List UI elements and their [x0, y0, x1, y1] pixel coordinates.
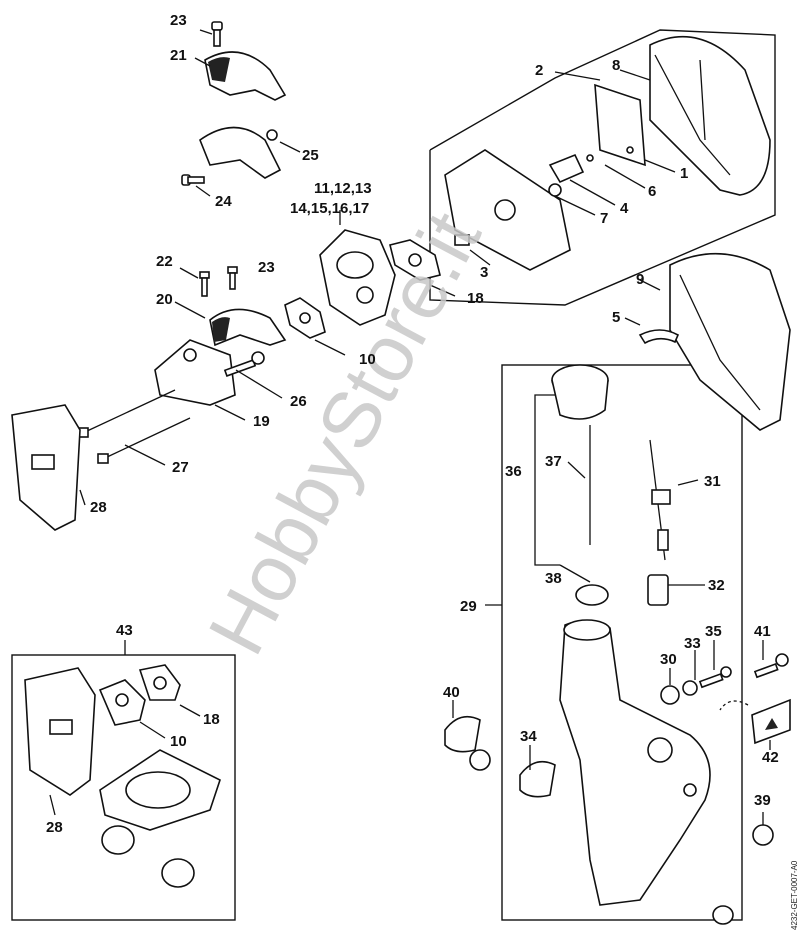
- leader-lines: [49, 29, 771, 825]
- part-heat-shield-28: [11, 404, 81, 531]
- part-carb-box-3: [444, 149, 571, 271]
- drawing-code: 4232-GET-0007-A0: [790, 860, 799, 930]
- label-4: 4: [620, 200, 629, 217]
- label-30: 30: [660, 651, 677, 668]
- label-22: 22: [156, 253, 173, 270]
- label-31: 31: [704, 473, 721, 490]
- label-18b: 18: [203, 711, 220, 728]
- label-35: 35: [705, 623, 722, 640]
- label-42: 42: [762, 749, 779, 766]
- kit-43-contents: [24, 664, 221, 888]
- part-warning-label-42: [719, 698, 791, 745]
- label-18: 18: [467, 290, 484, 307]
- part-bolts-27: [77, 389, 191, 464]
- label-10b: 10: [170, 733, 187, 750]
- label-8: 8: [612, 57, 620, 74]
- label-37: 37: [545, 453, 562, 470]
- part-grommet-39: [712, 824, 774, 925]
- label-38: 38: [545, 570, 562, 587]
- part-housing-21: [204, 51, 287, 101]
- part-screws-22-23: [199, 266, 238, 297]
- part-clamp-40: [444, 715, 491, 771]
- label-27: 27: [172, 459, 189, 476]
- part-housing-25: [199, 126, 282, 179]
- label-19: 19: [253, 413, 270, 430]
- label-33: 33: [684, 635, 701, 652]
- label-39: 39: [754, 792, 771, 809]
- bracket-36: [534, 394, 560, 566]
- part-small-4-6-7: [548, 153, 594, 197]
- part-fuel-filter-32: [647, 574, 669, 606]
- part-filter-cover-8: [649, 35, 771, 196]
- label-9: 9: [636, 271, 644, 288]
- label-1: 1: [680, 165, 688, 182]
- part-screw-41: [753, 653, 789, 679]
- label-3: 3: [480, 264, 488, 281]
- part-manifold-19: [154, 339, 236, 406]
- label-29: 29: [460, 598, 477, 615]
- part-filter-1: [594, 83, 646, 167]
- label-6: 6: [648, 183, 656, 200]
- label-36: 36: [505, 463, 522, 480]
- part-screw-24: [181, 174, 205, 186]
- part-gasket-10: [284, 297, 326, 339]
- group-box-29: [501, 364, 743, 921]
- group-box-2: [429, 29, 776, 306]
- part-tank-cap: [551, 364, 609, 420]
- label-41: 41: [754, 623, 771, 640]
- label-23: 23: [170, 12, 187, 29]
- label-10: 10: [359, 351, 376, 368]
- label-25: 25: [302, 147, 319, 164]
- label-2: 2: [535, 62, 543, 79]
- part-gasket-18: [389, 239, 441, 281]
- part-pickup-38: [575, 584, 609, 606]
- label-40: 40: [443, 684, 460, 701]
- part-fuel-tank: [559, 619, 711, 906]
- label-34: 34: [520, 728, 537, 745]
- label-5: 5: [612, 309, 620, 326]
- label-24: 24: [215, 193, 232, 210]
- label-28: 28: [90, 499, 107, 516]
- part-housing-20: [209, 308, 287, 347]
- part-grommets-30-33-35: [660, 666, 732, 705]
- part-cover-9: [669, 252, 791, 431]
- part-clamp-34: [519, 760, 556, 798]
- group-box-43: [11, 654, 236, 921]
- part-clip-5: [638, 329, 680, 345]
- label-26: 26: [290, 393, 307, 410]
- part-carburetor: [319, 229, 396, 326]
- label-28b: 28: [46, 819, 63, 836]
- label-20: 20: [156, 291, 173, 308]
- part-fuel-hose-31: [649, 439, 671, 561]
- label-21: 21: [170, 47, 187, 64]
- label-43: 43: [116, 622, 133, 639]
- label-7: 7: [600, 210, 608, 227]
- label-14-15-16-17: 14,15,16,17: [290, 200, 369, 217]
- label-23b: 23: [258, 259, 275, 276]
- part-screw-26: [223, 351, 265, 377]
- label-11-12-13: 11,12,13: [314, 180, 372, 197]
- part-screw-23: [211, 21, 223, 47]
- label-32: 32: [708, 577, 725, 594]
